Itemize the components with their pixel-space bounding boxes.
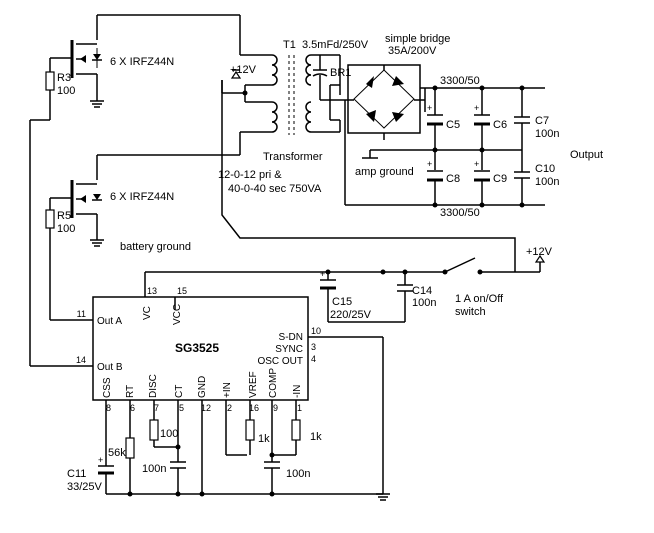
switch-label-1: 1 A on/Off — [455, 293, 504, 305]
pin-minus-in: -IN — [292, 385, 303, 398]
pin-out-a: Out A — [97, 316, 122, 327]
pin-11-num: 11 — [77, 309, 86, 319]
filter-bottom-value: 3300/50 — [440, 207, 480, 219]
pin-gnd: GND — [197, 376, 208, 398]
pin-disc: DISC — [148, 374, 159, 398]
supply-label: +12V — [526, 246, 553, 258]
c11-label: C11 — [67, 468, 86, 480]
c11-value: 33/25V — [67, 481, 103, 493]
pin-vcc: VCC — [172, 304, 183, 325]
svg-text:+: + — [474, 159, 479, 169]
chip-body — [92, 296, 309, 401]
rt-resistor — [125, 437, 135, 459]
svg-text:+: + — [427, 103, 432, 113]
center-tap-label: +12V — [230, 64, 257, 76]
mosfet-bank-top: R3 100 6 X IRFZ44N — [30, 14, 272, 121]
pin-sync: SYNC — [275, 344, 303, 355]
sg3525-chip: SG3525 11 Out A 14 Out B 13 VC 15 VCC 10… — [29, 120, 384, 494]
power-rail: +12V 1 A on/Off switch + C15 220/25V C14… — [144, 80, 553, 323]
pin-4-num: 4 — [311, 354, 316, 364]
mosfet-bank-bottom: R5 100 6 X IRFZ44N battery ground — [45, 131, 272, 320]
in-resistor — [291, 419, 301, 441]
mosfet-bottom-label: 6 X IRFZ44N — [110, 191, 174, 203]
pin-7-num: 7 — [154, 403, 159, 413]
r3-value: 100 — [57, 85, 75, 97]
rt-value: 56k — [108, 447, 126, 459]
filter-capacitor-bank: 3300/50 3300/50 — [344, 75, 603, 219]
transformer-t1: +12V T1 Transformer 12-0-12 pri & 40-0-4… — [218, 39, 323, 195]
transformer-label: Transformer — [263, 151, 323, 163]
transformer-spec-primary: 12-0-12 pri & — [218, 169, 282, 181]
pin-out-b: Out B — [97, 362, 123, 373]
pin-3-num: 3 — [311, 342, 316, 352]
pin-2-num: 2 — [227, 403, 232, 413]
vref-resistor-value: 1k — [258, 433, 270, 445]
r5-name: R5 — [57, 210, 71, 222]
pin-15-num: 15 — [177, 286, 187, 296]
pin-9-num: 9 — [273, 403, 278, 413]
pin-13-num: 13 — [147, 286, 157, 296]
output-label: Output — [570, 149, 603, 161]
c6-label: C6 — [493, 119, 507, 131]
svg-text:+: + — [427, 159, 432, 169]
c8-label: C8 — [446, 173, 460, 185]
r5-value: 100 — [57, 223, 75, 235]
in-resistor-value: 1k — [310, 431, 322, 443]
rectifier-section: 3.5mFd/250V BR1 simple bridge 35A/200V — [302, 33, 450, 140]
ct-value: 100n — [142, 463, 166, 475]
pin-16-num: 16 — [249, 403, 259, 413]
r3-resistor — [45, 71, 55, 91]
comp-cap-value: 100n — [286, 468, 310, 480]
svg-text:+: + — [98, 455, 103, 465]
r3-name: R3 — [57, 72, 71, 84]
pin-comp: COMP — [268, 368, 279, 398]
c7-value: 100n — [535, 128, 559, 140]
pin-1-num: 1 — [297, 403, 302, 413]
pin-osc-out: OSC OUT — [257, 356, 303, 367]
svg-text:+: + — [320, 269, 325, 279]
bridge-rectifier-box — [347, 64, 421, 134]
pin-14-num: 14 — [76, 355, 86, 365]
bridge-name: BR1 — [330, 67, 351, 79]
pin-8-num: 8 — [106, 403, 111, 413]
bridge-desc-1: simple bridge — [385, 33, 450, 45]
r5-resistor — [45, 209, 55, 229]
svg-text:+: + — [474, 103, 479, 113]
pin-12-num: 12 — [201, 403, 211, 413]
c15-label: C15 — [332, 296, 352, 308]
c10-value: 100n — [535, 176, 559, 188]
c14-label: C14 — [412, 285, 432, 297]
c10-label: C10 — [535, 163, 555, 175]
pin-plus-in: +IN — [222, 382, 233, 398]
pin-rt: RT — [125, 385, 136, 398]
amp-ground-label: amp ground — [355, 166, 414, 178]
vref-resistor — [245, 419, 255, 441]
c5-label: C5 — [446, 119, 460, 131]
pin-vc: VC — [142, 306, 153, 320]
pin-ct: CT — [174, 385, 185, 398]
pin-css: CSS — [102, 377, 113, 398]
c15-value: 220/25V — [330, 309, 372, 321]
pin-10-num: 10 — [311, 326, 321, 336]
rectifier-cap-label: 3.5mFd/250V — [302, 39, 369, 51]
chip-name: SG3525 — [175, 341, 219, 355]
transformer-name: T1 — [283, 39, 296, 51]
filter-top-value: 3300/50 — [440, 75, 480, 87]
battery-ground-label: battery ground — [120, 241, 191, 253]
disc-value: 100 — [160, 428, 178, 440]
pin-vref: VREF — [248, 371, 259, 398]
bridge-desc-2: 35A/200V — [388, 45, 437, 57]
pin-6-num: 6 — [130, 403, 135, 413]
pin-5-num: 5 — [179, 403, 184, 413]
c14-value: 100n — [412, 297, 436, 309]
disc-resistor — [149, 419, 159, 441]
transformer-spec-secondary: 40-0-40 sec 750VA — [228, 183, 322, 195]
timing-network: + C11 33/25V 56k 100 100n 1k — [67, 400, 390, 501]
c9-label: C9 — [493, 173, 507, 185]
mosfet-top-label: 6 X IRFZ44N — [110, 56, 174, 68]
switch-label-2: switch — [455, 306, 486, 318]
c7-label: C7 — [535, 115, 549, 127]
pin-sdn: S-DN — [279, 332, 303, 343]
